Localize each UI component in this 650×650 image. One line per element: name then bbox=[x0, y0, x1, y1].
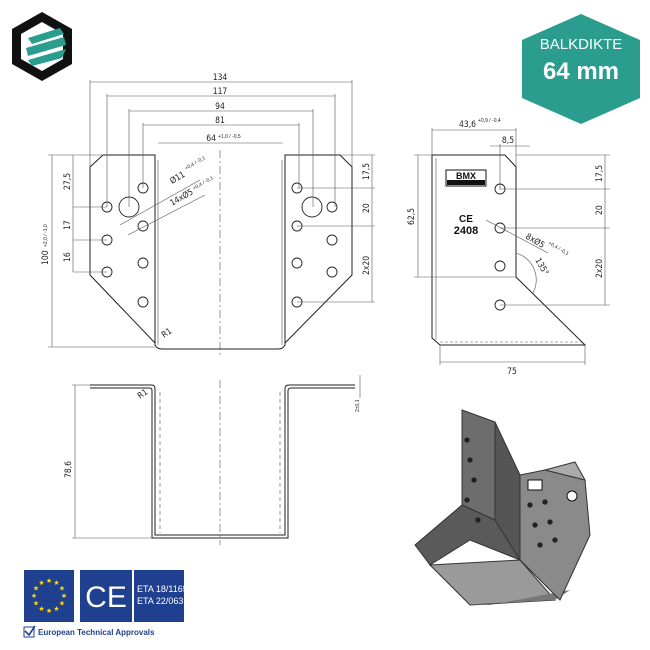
hole-iso bbox=[471, 477, 477, 483]
hole-big-tol: +0,4 / -0,1 bbox=[184, 155, 207, 172]
dim-r1-front: R1 bbox=[160, 326, 174, 340]
dim-2x20-front: 2x20 bbox=[362, 256, 372, 275]
holes-small-tol: +0,4 / -0,1 bbox=[192, 175, 215, 192]
dim-20-front: 20 bbox=[362, 203, 372, 213]
hole-iso bbox=[552, 537, 558, 543]
dim-r1-bottom: R1 bbox=[136, 387, 150, 401]
eu-star-icon: ★ bbox=[59, 600, 65, 608]
hole-iso bbox=[527, 502, 533, 508]
eu-star-icon: ★ bbox=[61, 592, 67, 600]
hole-big-label: Ø11 bbox=[168, 169, 187, 186]
eu-star-icon: ★ bbox=[46, 607, 52, 615]
stamp-ce: CE bbox=[459, 214, 473, 225]
hole-iso bbox=[464, 497, 470, 503]
hole-iso bbox=[475, 517, 481, 523]
hole-iso bbox=[464, 437, 470, 443]
dim-100-tol: +2,0 / -1,0 bbox=[43, 224, 49, 247]
eu-star-icon: ★ bbox=[59, 585, 65, 593]
hole-iso bbox=[542, 499, 548, 505]
eu-star-icon: ★ bbox=[33, 585, 39, 593]
dim-16: 16 bbox=[63, 252, 73, 262]
holes-side-tol: +0,4 / -0,1 bbox=[547, 241, 570, 258]
check-icon bbox=[23, 626, 35, 638]
dim-117: 117 bbox=[213, 87, 228, 97]
dim-27-5: 27,5 bbox=[63, 173, 73, 190]
hole-large bbox=[301, 196, 323, 218]
dim-2x20-side: 2x20 bbox=[595, 259, 605, 278]
dim-43-6-tol: +0,9 / -0,4 bbox=[478, 118, 501, 124]
ce-mark-box bbox=[80, 570, 132, 622]
dim-17: 17 bbox=[63, 220, 73, 230]
dim-134: 134 bbox=[213, 73, 228, 83]
badge-label: BALKDIKTE bbox=[539, 36, 623, 53]
hole-small bbox=[326, 266, 338, 278]
dim-100: 100 bbox=[41, 250, 51, 265]
hole-small bbox=[291, 257, 303, 269]
dim-20-side: 20 bbox=[595, 205, 605, 215]
stamp-brand: BMX bbox=[456, 171, 476, 181]
dim-8-5: 8,5 bbox=[502, 136, 514, 146]
hole-small bbox=[326, 234, 338, 246]
hole-small bbox=[137, 257, 149, 269]
hole-small bbox=[494, 260, 506, 272]
dim-94: 94 bbox=[215, 102, 225, 112]
eu-star-icon: ★ bbox=[31, 592, 37, 600]
dim-64: 64 bbox=[206, 134, 216, 144]
eu-star-icon: ★ bbox=[53, 579, 59, 587]
hole-small bbox=[137, 220, 149, 232]
hole-iso bbox=[547, 519, 553, 525]
eu-flag-icon: ★★★★★★★★★★★★ bbox=[24, 570, 74, 622]
dim-43-6: 43,6 bbox=[459, 120, 476, 130]
front-view: 134 117 94 81 64 +1,0 / -0,5 100 +2,0 / … bbox=[41, 73, 375, 355]
side-view: BMX CE 2408 43,6 +0,9 / -0,4 8,5 62,5 17… bbox=[407, 118, 610, 377]
dim-75: 75 bbox=[507, 367, 517, 377]
dim-78-6: 78,6 bbox=[64, 461, 74, 478]
hole-small bbox=[326, 201, 338, 213]
brand-logo bbox=[12, 12, 72, 81]
badge-hexagon bbox=[522, 14, 640, 124]
eta-box bbox=[134, 570, 184, 622]
eta-numbers: ETA 18/1165 ETA 22/0631 bbox=[137, 583, 188, 607]
hole-small bbox=[137, 296, 149, 308]
eta-2: ETA 22/0631 bbox=[137, 596, 189, 606]
badge-value: 64 mm bbox=[542, 58, 620, 85]
eu-star-icon: ★ bbox=[46, 577, 52, 585]
eu-star-icon: ★ bbox=[38, 579, 44, 587]
dim-17-5-side: 17,5 bbox=[595, 165, 605, 182]
dim-81: 81 bbox=[215, 116, 225, 126]
dim-17-5-front: 17,5 bbox=[362, 163, 372, 180]
eu-star-icon: ★ bbox=[38, 605, 44, 613]
hole-iso bbox=[537, 542, 543, 548]
ce-mark: CE bbox=[85, 581, 127, 614]
bottom-view: R1 78,6 2±0,1 bbox=[64, 375, 361, 545]
isometric-view bbox=[414, 409, 591, 606]
dim-thickness: 2±0,1 bbox=[355, 399, 361, 412]
hole-iso bbox=[467, 457, 473, 463]
stamp-code: 2408 bbox=[454, 225, 478, 237]
angle-135: 135° bbox=[532, 257, 550, 278]
eta-label: European Technical Approvals bbox=[38, 628, 155, 637]
eu-star-icon: ★ bbox=[53, 605, 59, 613]
holes-side-label: 8xØ5 bbox=[524, 231, 547, 251]
eta-1: ETA 18/1165 bbox=[137, 584, 188, 594]
dim-64-tol: +1,0 / -0,5 bbox=[218, 134, 241, 140]
holes-small-label: 14xØ5 bbox=[168, 186, 195, 208]
dim-62-5: 62,5 bbox=[407, 208, 417, 225]
hole-iso bbox=[532, 522, 538, 528]
eu-star-icon: ★ bbox=[33, 600, 39, 608]
